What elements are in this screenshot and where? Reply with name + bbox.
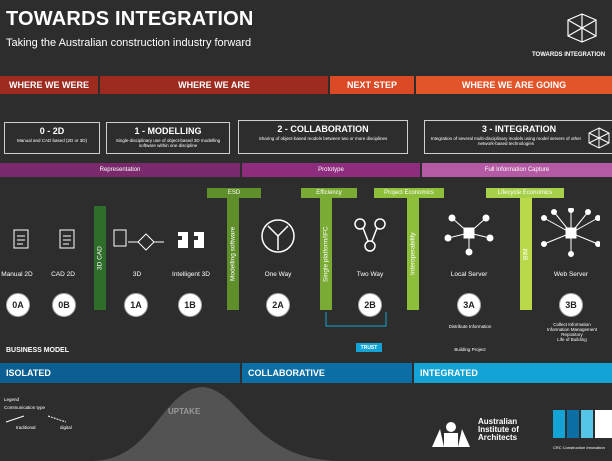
level-3-title: 3 - INTEGRATION [481,124,557,134]
logo-caption: TOWARDS INTEGRATION [532,52,606,58]
two-way-exchange-icon [354,218,386,252]
stage-badge-0b: 0B [52,293,76,317]
bar-single-platform-ifc: Single platform/IFC [320,198,332,310]
cube-icon [588,127,610,149]
aia-logo-text: Australian Institute of Architects [478,418,519,442]
era-collaborative: COLLABORATIVE [242,363,412,383]
phase-full-information-capture: Full Information Capture [422,163,612,177]
legend-digital: digital [60,425,72,430]
aia-crest-icon [432,422,470,447]
page-title: TOWARDS INTEGRATION [6,8,254,30]
level-0-desc: Manual and CAD based (2D or 3D) [16,138,88,143]
uptake-label: UPTAKE [168,407,201,416]
stage-label-intelligent-3d: Intelligent 3D [172,271,210,278]
crc-logo: CRC Construction Innovation [553,410,612,452]
stage-badge-2b: 2B [358,293,382,317]
aia-line: Architects [478,433,518,442]
phase-prototype: Prototype [242,163,420,177]
level-3-desc: Integration of several multi-disciplinar… [430,136,582,146]
level-2-title: 2 - COLLABORATION [277,124,369,134]
aia-line: Institute of [478,425,519,434]
towards-integration-logo: TOWARDS INTEGRATION [532,8,606,60]
band-where-we-were: WHERE WE WERE [0,76,98,94]
aia-line: Australian [478,417,518,426]
web-server-note: Collect Information [553,322,591,327]
document-plan-icon [13,229,75,249]
band-where-we-are: WHERE WE ARE [100,76,328,94]
crc-logo-icon [553,410,612,438]
stage-badge-1a: 1A [124,293,148,317]
stage-label-two-way: Two Way [356,271,384,278]
tag-esd: ESD [207,188,261,198]
one-way-exchange-icon [261,219,295,253]
bar-modelling-software: Modelling software [227,198,239,310]
local-server-icon [444,214,494,256]
object-model-icon [113,229,204,251]
band-where-we-are-going: WHERE WE ARE GOING [416,76,612,94]
stage-badge-3b: 3B [559,293,583,317]
legend-traditional: traditional [16,425,36,430]
note-distribute-information: Distribute Information [448,324,492,329]
stage-label-one-way: One Way [264,271,292,278]
era-integrated: INTEGRATED [414,363,612,383]
crc-logo-text: CRC Construction Innovation [553,445,605,450]
legend: Legend Communication type traditional di… [4,397,84,437]
note-building-project: Building Project [454,347,486,352]
level-1-title: 1 - MODELLING [134,126,202,136]
stage-label-manual-2d: Manual 2D [1,271,33,278]
band-next-step: NEXT STEP [330,76,414,94]
level-0-title: 0 - 2D [39,126,65,136]
stage-badge-1b: 1B [178,293,202,317]
bar-bim: BIM [520,198,532,310]
stage-badge-0a: 0A [6,293,30,317]
web-server-icon [541,208,600,257]
level-0-box: 0 - 2D Manual and CAD based (2D or 3D) [4,122,100,154]
trust-connector [325,312,387,327]
stage-badge-3a: 3A [457,293,481,317]
tag-efficiency: Efficiency [301,188,357,198]
phase-representation: Representation [0,163,240,177]
business-model-label: BUSINESS MODEL [6,347,70,354]
level-3-box: 3 - INTEGRATION Integration of several m… [424,120,612,154]
bar-interoperability: Interoperability [407,198,419,310]
tag-project-economics: Project Economics [374,188,444,198]
stage-label-cad-2d: CAD 2D [51,271,75,278]
uptake-curve [92,387,342,461]
legend-communication-type: Communication type [4,405,46,410]
trust-label: TRUST [356,343,382,352]
legend-title: Legend [4,397,20,402]
level-2-desc: Sharing of object-based models between t… [258,136,388,141]
level-1-desc: Single-disciplinary use of object-based … [115,138,221,148]
level-2-box: 2 - COLLABORATION Sharing of object-base… [238,120,408,154]
cube-logo-icon [567,13,597,43]
legend-arrow-icon [5,415,67,423]
stage-label-3d: 3D [132,271,142,278]
web-server-note: Repository [561,332,583,337]
stage-label-local-server: Local Server [450,271,488,278]
era-isolated: ISOLATED [0,363,240,383]
page-subtitle: Taking the Australian construction indus… [6,37,252,49]
web-server-notes: Collect Information Information Manageme… [534,322,610,342]
web-server-note: Information Management [546,327,598,332]
stage-badge-2a: 2A [266,293,290,317]
bar-3d-cad: 3D CAD [94,206,106,310]
level-1-box: 1 - MODELLING Single-disciplinary use of… [106,122,230,154]
tag-lifecycle-economics: Lifecycle Economics [486,188,564,198]
stage-label-web-server: Web Server [553,271,589,278]
web-server-note: Life of Building [557,337,587,342]
